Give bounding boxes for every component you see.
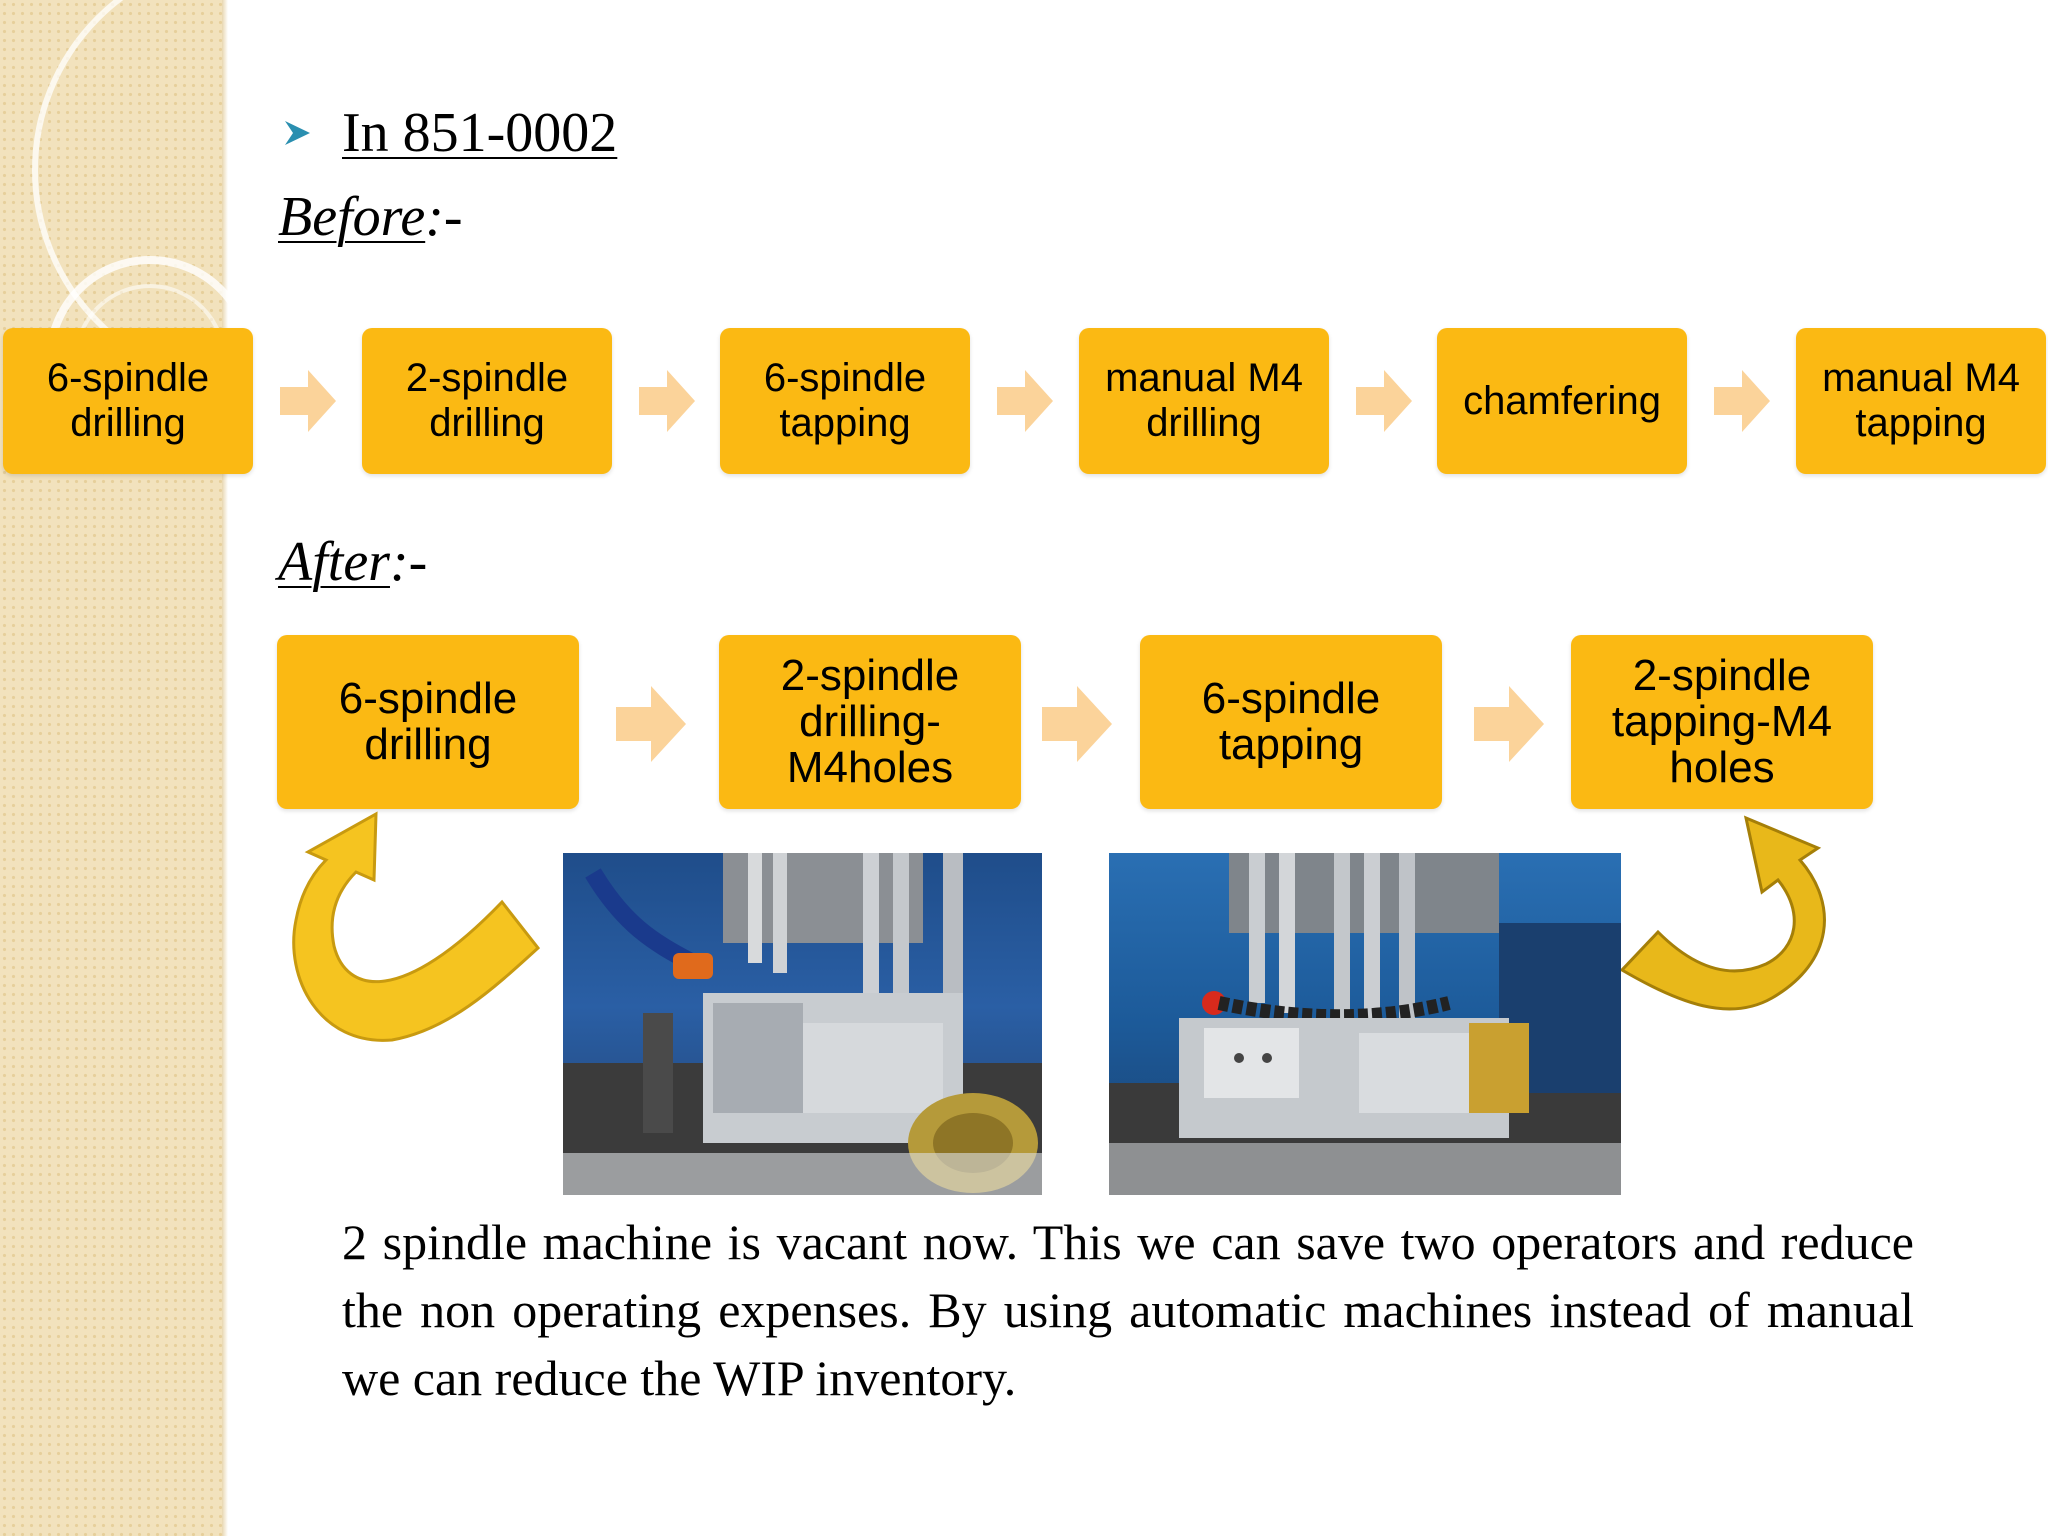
before-step-5: chamfering	[1437, 328, 1687, 474]
slide-heading: In 851-0002	[342, 102, 618, 164]
heading-line: In 851-0002	[282, 98, 617, 168]
side-decoration-band	[0, 0, 226, 1536]
before-step-6: manual M4 tapping	[1796, 328, 2046, 474]
flow-arrow-icon	[616, 686, 686, 762]
flow-arrow-icon	[997, 370, 1053, 432]
after-step-1: 6-spindle drilling	[277, 635, 579, 809]
before-label: Before:-	[278, 185, 463, 249]
side-band-edge	[222, 0, 228, 1536]
after-label-text: After	[278, 531, 390, 593]
after-step-4: 2-spindle tapping-M4 holes	[1571, 635, 1873, 809]
before-label-suffix: :-	[425, 186, 463, 248]
machine-photo-before	[563, 853, 1042, 1195]
bullet-arrow-icon	[285, 121, 310, 145]
flow-arrow-icon	[639, 370, 695, 432]
before-label-text: Before	[278, 186, 426, 248]
after-label-suffix: :-	[389, 531, 428, 593]
before-step-1: 6-spindle drilling	[3, 328, 253, 474]
caption-text: 2 spindle machine is vacant now. This we…	[342, 1214, 1914, 1406]
after-step-2: 2-spindle drilling- M4holes	[719, 635, 1021, 809]
flow-arrow-icon	[280, 370, 336, 432]
before-step-4: manual M4 drilling	[1079, 328, 1329, 474]
flow-arrow-icon	[1714, 370, 1770, 432]
before-step-3: 6-spindle tapping	[720, 328, 970, 474]
curved-arrow-icon	[1620, 815, 1826, 1011]
after-label: After:-	[278, 530, 427, 594]
curved-arrow-icon	[292, 811, 541, 1042]
flow-arrow-icon	[1356, 370, 1412, 432]
flow-arrow-icon	[1474, 686, 1544, 762]
flow-arrow-icon	[1042, 686, 1112, 762]
before-step-2: 2-spindle drilling	[362, 328, 612, 474]
after-step-3: 6-spindle tapping	[1140, 635, 1442, 809]
machine-photo-after	[1109, 853, 1621, 1195]
